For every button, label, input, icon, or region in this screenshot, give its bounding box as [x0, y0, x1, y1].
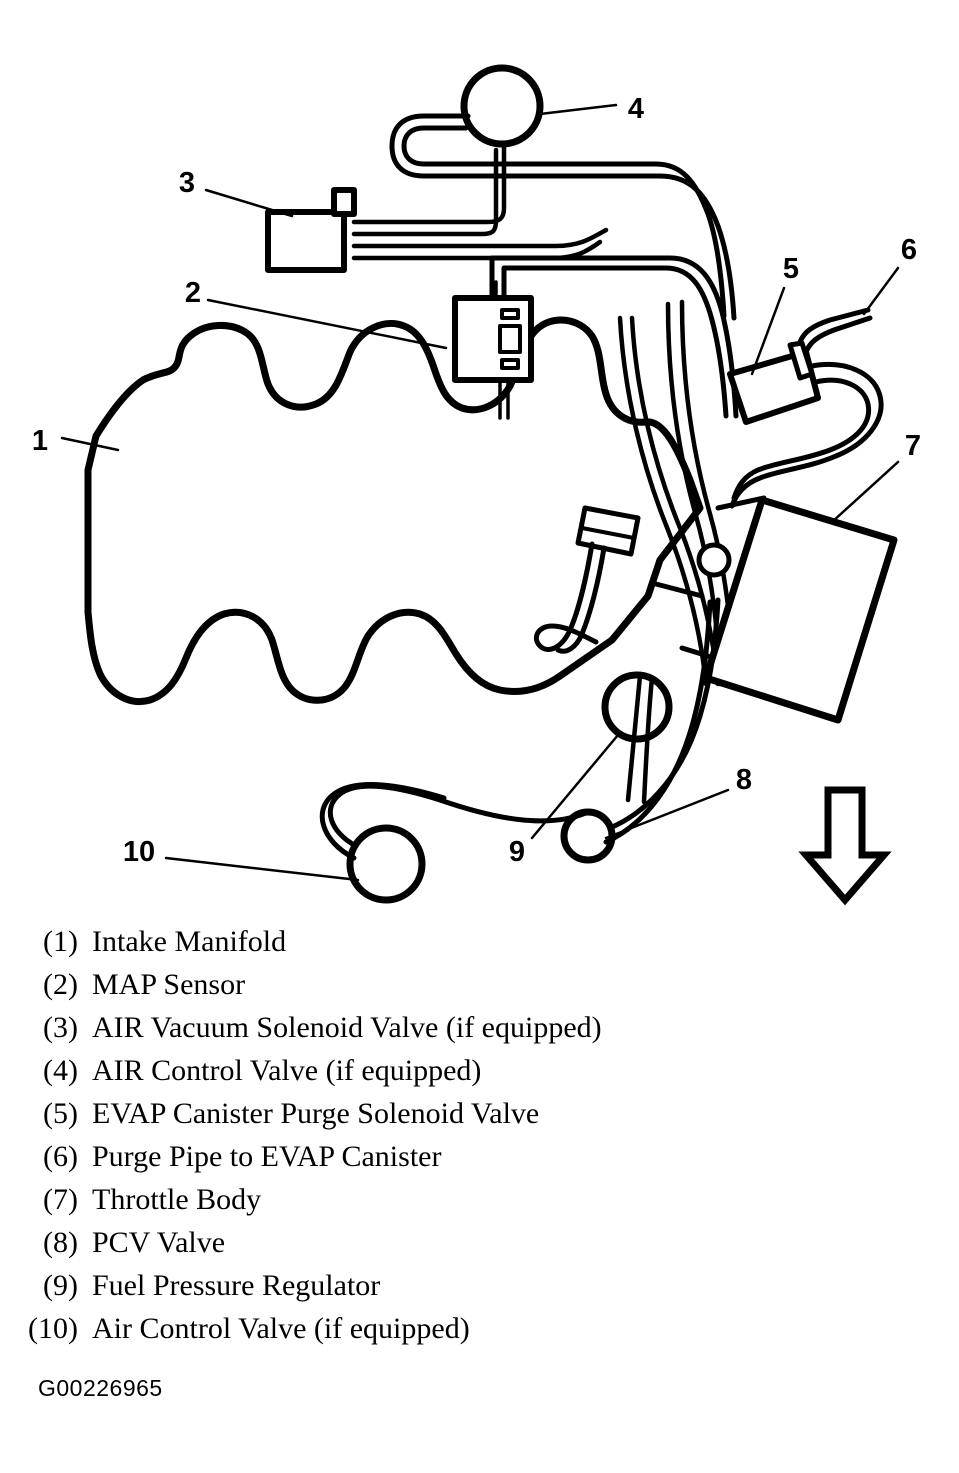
legend-number: (10)	[28, 1312, 78, 1345]
callout-number-9: 9	[509, 836, 525, 868]
clamp-hose-inner	[555, 545, 607, 654]
legend-label: EVAP Canister Purge Solenoid Valve	[92, 1097, 540, 1130]
callout-leader-3	[204, 188, 294, 218]
legend-item-2: (2) MAP Sensor	[0, 963, 959, 1006]
legend-label: AIR Control Valve (if equipped)	[92, 1054, 482, 1087]
callout-leader-6	[862, 266, 900, 316]
legend-number: (3)	[43, 1011, 78, 1044]
clamp-hose-outer	[534, 541, 599, 652]
solenoid-hose-upper	[351, 141, 507, 225]
intake-manifold-body	[84, 316, 704, 705]
lower-valve-hose-inner	[319, 782, 447, 861]
legend-number: (9)	[43, 1269, 78, 1302]
hose-bundle-1a	[617, 315, 709, 687]
legend-number: (6)	[43, 1140, 78, 1173]
throttle-body-bracket-top	[715, 495, 767, 511]
callout-number-2: 2	[185, 277, 201, 309]
callout-number-7: 7	[905, 430, 921, 462]
figure-id-code: G00226965	[38, 1375, 163, 1401]
legend-item-4: (4) AIR Control Valve (if equipped)	[0, 1049, 959, 1092]
legend-label: Air Control Valve (if equipped)	[92, 1312, 470, 1345]
legend-label: MAP Sensor	[92, 968, 246, 1001]
callout-number-8: 8	[736, 764, 752, 796]
legend-item-1: (1) Intake Manifold	[0, 920, 959, 963]
callout-leader-8	[604, 788, 730, 840]
map-sensor-slot-bottom	[500, 358, 520, 370]
legend-number: (1)	[43, 925, 78, 958]
legend-number: (8)	[43, 1226, 78, 1259]
callout-number-3: 3	[179, 167, 195, 199]
air-control-valve-hose-inner	[401, 125, 727, 319]
air-control-valve-lower-circle	[346, 824, 426, 904]
lower-bundle-b	[641, 675, 655, 805]
evap-hose-loop-outer	[729, 362, 884, 509]
down-arrow-icon	[798, 786, 892, 906]
evap-hose-loop-inner	[731, 377, 872, 501]
callout-number-5: 5	[783, 253, 799, 285]
legend-item-6: (6) Purge Pipe to EVAP Canister	[0, 1135, 959, 1178]
legend-number: (5)	[43, 1097, 78, 1130]
callout-leader-1	[60, 436, 120, 452]
air-control-valve-circle	[460, 64, 544, 148]
legend-list: (1) Intake Manifold (2) MAP Sensor (3) A…	[0, 920, 959, 1350]
throttle-body-box	[702, 496, 898, 724]
callout-number-1: 1	[32, 425, 48, 457]
map-sensor-slot-mid	[498, 324, 522, 354]
vacuum-hose-routing-diagram: 1 2 3 4 5 6 7 8 9 10	[32, 64, 921, 906]
callout-leader-5	[750, 286, 786, 376]
evap-purge-solenoid-nipple	[787, 340, 815, 381]
legend-item-3: (3) AIR Vacuum Solenoid Valve (if equipp…	[0, 1006, 959, 1049]
hose-fitting-circle	[696, 542, 732, 578]
callout-leader-2	[206, 298, 448, 350]
legend-label: Fuel Pressure Regulator	[92, 1269, 381, 1302]
pcv-hose-inner	[603, 599, 713, 845]
upper-right-pipe-inner	[501, 265, 729, 419]
legend-number: (4)	[43, 1054, 78, 1087]
map-sensor-slot-top	[500, 308, 520, 320]
callout-leader-4	[538, 103, 618, 116]
legend-number: (7)	[43, 1183, 78, 1216]
callout-leader-10	[164, 856, 360, 882]
diagram-canvas: 1 2 3 4 5 6 7 8 9 10	[32, 64, 921, 906]
pcv-hose-outer	[607, 597, 721, 831]
legend-label: Purge Pipe to EVAP Canister	[92, 1140, 442, 1173]
air-vacuum-solenoid-tab	[331, 187, 357, 217]
air-control-valve-hose-outer	[389, 113, 737, 321]
purge-pipe-line-lower	[803, 315, 873, 355]
legend-item-5: (5) EVAP Canister Purge Solenoid Valve	[0, 1092, 959, 1135]
legend-item-7: (7) Throttle Body	[0, 1178, 959, 1221]
throttle-body-bracket-mid	[653, 581, 705, 599]
purge-pipe-line-upper	[797, 307, 871, 345]
legend-label: PCV Valve	[92, 1226, 226, 1259]
air-vacuum-solenoid-box	[265, 209, 347, 273]
legend-number: (2)	[43, 968, 78, 1001]
solenoid-hose-upper-b	[351, 147, 499, 237]
callout-number-10: 10	[123, 836, 155, 868]
callout-number-4: 4	[628, 93, 644, 125]
lower-bundle-a	[625, 673, 643, 803]
callout-number-6: 6	[901, 234, 917, 266]
solenoid-hose-mid	[351, 227, 609, 249]
callout-leader-7	[830, 460, 900, 524]
legend-label: Throttle Body	[92, 1183, 262, 1216]
hose-clamp-rib	[580, 526, 636, 540]
legend-label: AIR Vacuum Solenoid Valve (if equipped)	[92, 1011, 602, 1044]
legend-label: Intake Manifold	[92, 925, 287, 958]
legend-item-9: (9) Fuel Pressure Regulator	[0, 1264, 959, 1307]
legend-item-10: (10) Air Control Valve (if equipped)	[0, 1307, 959, 1350]
legend-item-8: (8) PCV Valve	[0, 1221, 959, 1264]
